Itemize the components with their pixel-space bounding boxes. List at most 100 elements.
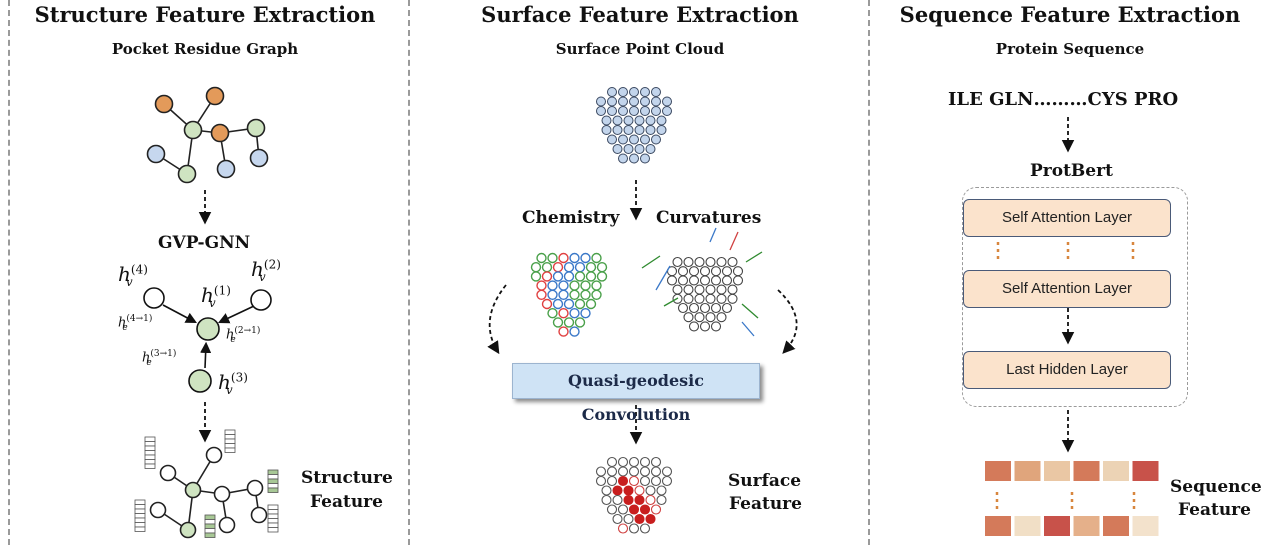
surface-feature-point — [606, 466, 618, 477]
chemistry-point — [596, 271, 608, 282]
cloud-point — [607, 134, 617, 145]
cloud-point — [629, 153, 639, 164]
curvature-vector — [729, 231, 739, 251]
chemistry-point — [552, 271, 564, 282]
sequence-feature-cell — [1044, 516, 1070, 536]
feature-ellipsis-dots — [995, 492, 1136, 510]
chemistry-point — [547, 289, 558, 300]
node-label-h3: h(3)v — [218, 370, 248, 397]
surface-feature-point — [656, 494, 667, 506]
self-attention-layer-1: Self Attention Layer — [963, 199, 1171, 237]
sequence-graphics — [985, 117, 1159, 536]
curvature-point — [666, 275, 678, 286]
cloud-point — [618, 134, 628, 145]
chemistry-point — [541, 262, 553, 273]
chemistry-point — [569, 308, 580, 319]
chemistry-point — [541, 298, 553, 310]
cloud-point — [629, 96, 639, 107]
cloud-point — [618, 96, 628, 107]
edge-label-3-1: h(3→1)e — [142, 349, 177, 368]
protbert-frame — [962, 187, 1188, 407]
curvature-point — [699, 266, 711, 277]
structure-subtitle: Pocket Residue Graph — [111, 40, 299, 58]
surface-feature-point — [634, 513, 645, 525]
cloud-point — [662, 96, 672, 107]
cloud-point — [640, 96, 650, 107]
cloud-point — [596, 106, 606, 116]
curvature-point — [688, 321, 700, 332]
chemistry-point — [569, 252, 580, 264]
curvature-point — [694, 284, 705, 295]
cloud-point — [640, 106, 650, 116]
chemistry-point — [585, 262, 597, 273]
curvature-vector — [709, 227, 717, 243]
cloud-point — [623, 144, 634, 154]
cloud-point — [651, 87, 661, 97]
residue-graph — [146, 86, 269, 184]
surface-feature-point — [623, 494, 634, 506]
surface-feature-point — [639, 475, 651, 487]
cloud-point — [662, 106, 672, 116]
surface-feature-point — [650, 456, 662, 468]
curvature-vector — [741, 321, 755, 337]
chemistry-point — [547, 252, 558, 264]
curvature-point — [727, 293, 738, 304]
cloud-point — [645, 115, 656, 126]
curvature-point — [688, 275, 700, 286]
sequence-feature-cell — [1132, 461, 1159, 481]
cloud-point — [656, 115, 667, 126]
arrow-chem-to-conv — [487, 284, 507, 355]
surface-feature-point — [645, 485, 656, 496]
curvature-point — [716, 312, 727, 323]
curvatures-label: Curvatures — [656, 208, 762, 228]
surface-feature-point — [606, 456, 618, 468]
surface-feature-point — [639, 456, 651, 468]
chemistry-point — [558, 308, 569, 319]
chemistry-label: Chemistry — [522, 208, 620, 228]
chemistry-point — [536, 289, 547, 300]
sequence-feature-cell — [1044, 461, 1070, 481]
cloud-point — [640, 87, 650, 97]
curvature-point — [727, 256, 738, 268]
chemistry-point — [574, 271, 586, 282]
surface-feature-point — [617, 504, 629, 515]
surface-feature-point — [634, 485, 645, 496]
surface-feature-point — [656, 485, 667, 496]
surface-feature-label-line1: Surface — [728, 471, 802, 491]
divider-middle-1 — [408, 0, 410, 545]
chemistry-point — [552, 317, 564, 328]
node-label-h2: h(2)v — [251, 257, 281, 284]
sequence-feature-cell — [1103, 516, 1129, 536]
curvature-point — [688, 266, 700, 277]
surface-feature-point — [661, 475, 673, 487]
curvature-point — [710, 321, 722, 332]
chemistry-point — [530, 262, 542, 273]
chemistry-point — [541, 271, 553, 282]
chemistry-point — [558, 326, 569, 337]
sequence-feature-matrix — [985, 461, 1159, 536]
cloud-point — [612, 125, 623, 135]
surface-feature-point — [645, 494, 656, 506]
surface-feature-point — [639, 504, 651, 515]
protein-sequence-text: ILE GLN………CYS PRO — [948, 89, 1179, 110]
last-hidden-layer: Last Hidden Layer — [963, 351, 1171, 389]
surface-title: Surface Feature Extraction — [481, 2, 799, 27]
surface-subtitle: Surface Point Cloud — [555, 40, 725, 58]
curvature-point — [699, 275, 711, 286]
curvature-vector — [745, 251, 763, 263]
sequence-title: Sequence Feature Extraction — [899, 2, 1241, 27]
curvature-point — [716, 256, 727, 268]
surface-feature-point — [612, 485, 623, 496]
curvature-point — [683, 256, 694, 268]
cloud-point — [640, 153, 650, 164]
chemistry-point — [558, 289, 569, 300]
chemistry-point — [558, 280, 569, 291]
curvature-point — [721, 266, 733, 277]
curvature-point — [721, 302, 733, 314]
curvature-vector — [641, 255, 661, 269]
curvature-point — [672, 256, 683, 268]
surface-point-cloud — [596, 87, 672, 164]
surface-feature-point — [650, 475, 662, 487]
structure-feature-label-line1: Structure — [301, 468, 393, 488]
chemistry-point — [591, 289, 602, 300]
